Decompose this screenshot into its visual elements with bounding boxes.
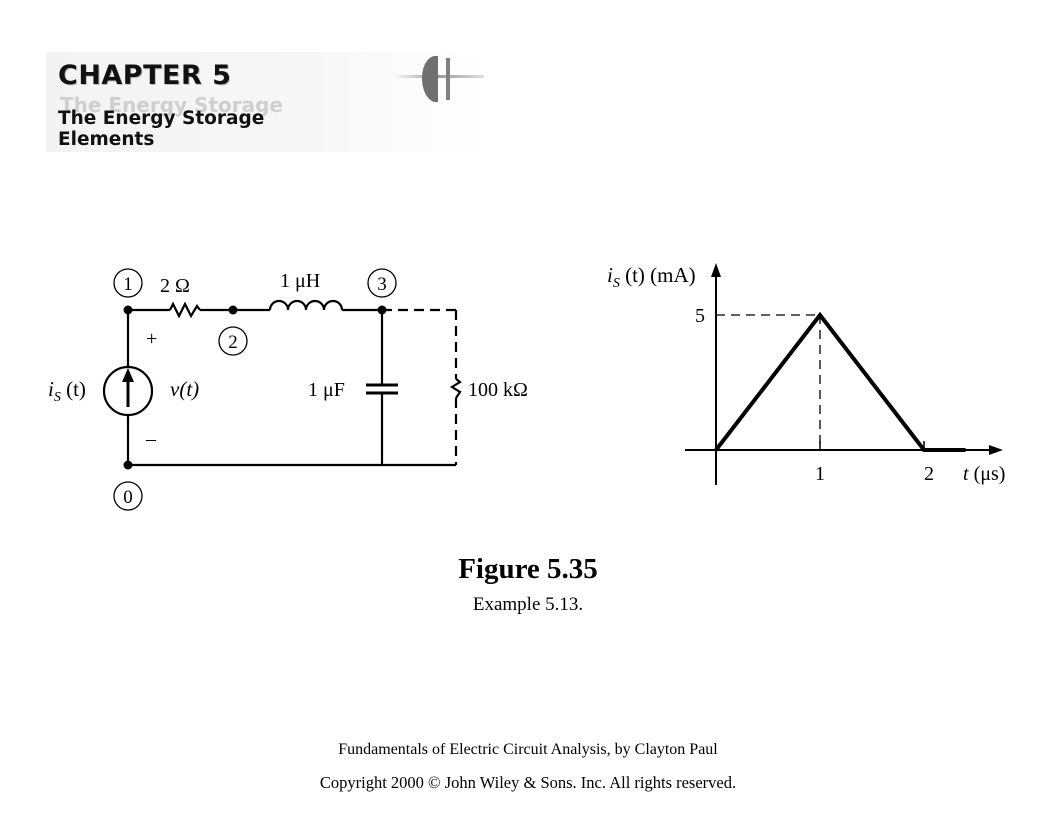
node-label-1: 1 — [123, 274, 133, 295]
load-resistor-label: 100 kΩ — [468, 379, 528, 401]
logo-plate-curved — [422, 56, 438, 102]
source-label-arg: (t) — [61, 377, 86, 401]
footer-book-title: Fundamentals of Electric Circuit Analysi… — [338, 741, 718, 758]
node-label-0: 0 — [123, 487, 133, 508]
node-dot-3 — [377, 305, 387, 315]
y-tick-label-5: 5 — [695, 305, 705, 327]
plus-sign: + — [146, 328, 157, 350]
resistor-100k — [449, 378, 462, 399]
x-tick-label-1: 1 — [815, 463, 825, 485]
y-axis-label: iS (t) (mA) — [607, 263, 696, 291]
waveform-line — [714, 311, 966, 452]
source-label-i: i — [48, 377, 54, 401]
chapter-subtitle: The Energy Storage Elements — [58, 108, 358, 150]
node-circle-3 — [367, 268, 397, 298]
y-axis-label-sub: S — [613, 276, 620, 291]
x-tick-label-2: 2 — [924, 463, 934, 485]
node-circle-2 — [218, 326, 248, 356]
logo-plate-flat — [446, 58, 450, 100]
chapter-subtitle-shadow: The Energy Storage — [60, 93, 283, 117]
x-axis-label-rest: (μs) — [969, 463, 1006, 485]
source-arrow-head — [122, 368, 134, 382]
capacitor-symbol-icon — [392, 56, 484, 102]
x-axis-label: t (μs) — [963, 463, 1005, 485]
chapter-subtitle-line1: The Energy Storage — [58, 108, 265, 129]
source-label: iS (t) — [48, 377, 86, 405]
x-axis-label-t: t — [963, 463, 969, 485]
circuit-diagram: 1 2 3 0 2 Ω 1 μH 1 μF 100 kΩ + – iS (t) … — [48, 268, 528, 511]
x-axis-arrow — [989, 445, 1003, 455]
y-axis-label-i: i — [607, 263, 613, 287]
node-label-2: 2 — [228, 332, 238, 353]
resistor-label: 2 Ω — [160, 275, 190, 297]
figure-title: Figure 5.35 — [458, 553, 598, 585]
chapter-subtitle-line2: Elements — [58, 129, 155, 150]
chapter-banner: CHAPTER 5 The Energy Storage The Energy … — [46, 52, 492, 152]
source-label-sub: S — [54, 390, 61, 405]
figure-subtitle: Example 5.13. — [472, 594, 584, 615]
y-axis-label-rest: (t) (mA) — [620, 263, 696, 287]
current-waveform-graph: iS (t) (mA) 5 1 2 t (μs) — [607, 263, 1005, 485]
node-label-3: 3 — [377, 274, 387, 295]
banner-background — [46, 52, 492, 152]
node-dot-1 — [123, 305, 133, 315]
y-axis-arrow — [711, 263, 721, 277]
inductor-1uH — [268, 299, 344, 311]
node-dot-2 — [228, 305, 238, 315]
node-circle-1 — [113, 268, 143, 298]
capacitor-label: 1 μF — [308, 379, 345, 401]
node-circle-0 — [113, 481, 143, 511]
minus-sign: – — [145, 428, 157, 450]
node-dot-0 — [123, 460, 133, 470]
resistor-2ohm — [169, 301, 201, 319]
inductor-label: 1 μH — [280, 270, 320, 292]
chapter-title: CHAPTER 5 — [58, 60, 232, 91]
voltage-label: v(t) — [170, 377, 199, 401]
footer-copyright: Copyright 2000 © John Wiley & Sons. Inc.… — [319, 773, 737, 792]
